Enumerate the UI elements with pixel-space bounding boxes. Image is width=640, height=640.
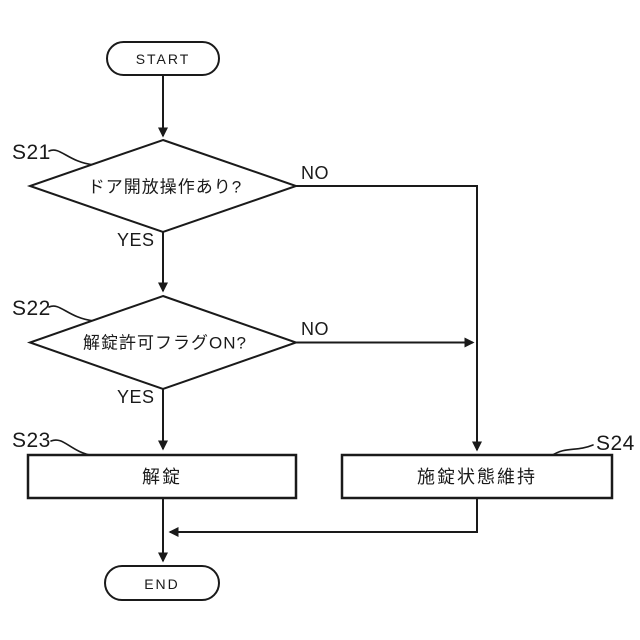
edge-s21-no-to-s24	[296, 185, 482, 452]
s22-reference-line	[48, 305, 95, 322]
s22-no-label: NO	[301, 319, 329, 339]
s21-step-number: S21	[12, 141, 51, 164]
s22-decision-shape	[26, 294, 300, 391]
s21-question: ドア開放操作あり?	[87, 177, 243, 197]
s21-reference-line	[48, 149, 95, 166]
s22-step-number: S22	[12, 297, 51, 320]
s24-process-shape	[340, 453, 614, 500]
start-label: START	[135, 51, 191, 67]
end-label: END	[144, 576, 180, 592]
s23-process-label: 解錠	[142, 467, 182, 487]
s22-question: 解錠許可フラグON?	[83, 333, 247, 353]
end-terminator-shape	[104, 565, 220, 601]
s21-no-label: NO	[301, 163, 329, 183]
s23-process-shape	[26, 453, 298, 500]
edge-s24-to-end	[168, 498, 478, 537]
s21-decision-shape	[26, 138, 300, 234]
s24-step-number: S24	[596, 432, 635, 455]
s22-yes-label: YES	[117, 387, 155, 407]
s23-reference-line	[50, 439, 95, 457]
s23-step-number: S23	[12, 429, 51, 452]
s21-yes-label: YES	[117, 230, 155, 250]
s24-process-label: 施錠状態維持	[417, 467, 537, 487]
start-terminator-shape	[106, 41, 220, 76]
